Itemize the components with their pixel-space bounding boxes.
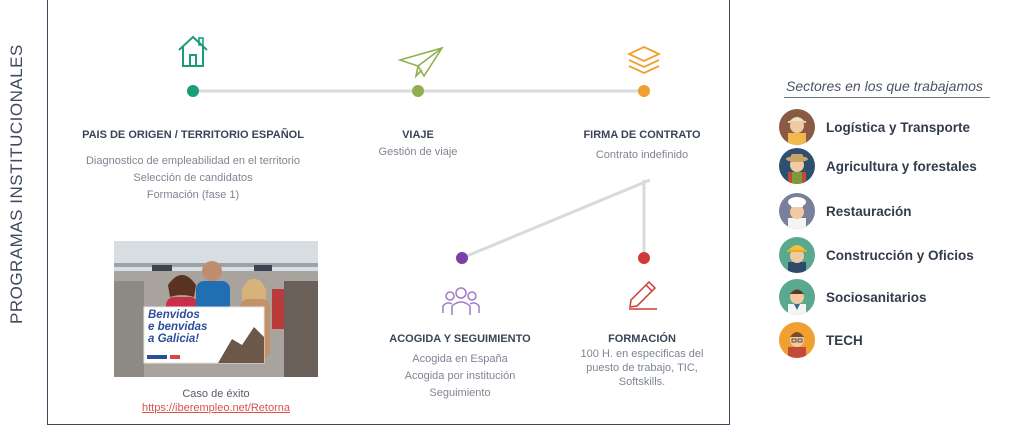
step-acogida: ACOGIDA Y SEGUIMIENTO Acogida en España … [380, 333, 540, 402]
sector-item-sociosanitarios: Sociosanitarios [779, 279, 927, 315]
branch-line-acogida [461, 178, 651, 260]
step-viaje-title: VIAJE [402, 129, 434, 141]
success-photo: Benvidos e benvidas a Galicia! [114, 241, 318, 377]
sector-item-construccion: Construcción y Oficios [779, 237, 974, 273]
timeline-dot-acogida [456, 252, 468, 264]
timeline-dot-origen [187, 85, 199, 97]
farmer-avatar-icon [779, 148, 815, 184]
sector-label: Sociosanitarios [826, 289, 927, 305]
step-contrato: FIRMA DE CONTRATO Contrato indefinido [572, 129, 712, 164]
layers-icon [626, 46, 662, 74]
sector-item-restauracion: Restauración [779, 193, 912, 229]
step-acogida-title: ACOGIDA Y SEGUIMIENTO [389, 333, 531, 345]
step-acogida-desc: Acogida en España Acogida por institució… [404, 353, 516, 399]
step-viaje: VIAJE Gestión de viaje [358, 129, 478, 161]
sector-label: Construcción y Oficios [826, 247, 974, 263]
timeline-dot-contrato [638, 85, 650, 97]
logistics-worker-avatar-icon [779, 109, 815, 145]
sectors-title: Sectores en los que trabajamos [786, 78, 983, 94]
sectors-divider [784, 97, 990, 98]
step-viaje-desc: Gestión de viaje [378, 146, 458, 158]
sector-item-agricultura: Agricultura y forestales [779, 148, 977, 184]
group-icon [442, 287, 480, 315]
house-icon [178, 35, 208, 67]
step-formacion-desc: 100 H. en especificas del puesto de trab… [580, 348, 704, 388]
timeline-dot-viaje [412, 85, 424, 97]
airport-scene [114, 241, 318, 377]
sector-label: Agricultura y forestales [826, 158, 977, 174]
chef-avatar-icon [779, 193, 815, 229]
pencil-icon [629, 280, 657, 310]
photo-caption: Caso de éxito [182, 388, 250, 400]
construction-worker-avatar-icon [779, 237, 815, 273]
step-origen: PAIS DE ORIGEN / TERRITORIO ESPAÑOL Diag… [73, 129, 313, 204]
timeline-dot-formacion [638, 252, 650, 264]
step-origen-title: PAIS DE ORIGEN / TERRITORIO ESPAÑOL [82, 129, 304, 141]
step-contrato-title: FIRMA DE CONTRATO [583, 129, 701, 141]
retorna-link[interactable]: https://iberempleo.net/Retorna [142, 402, 290, 414]
doctor-avatar-icon [779, 279, 815, 315]
welcome-sign: Benvidos e benvidas a Galicia! [148, 309, 208, 345]
paper-plane-icon [398, 46, 444, 79]
program-frame [47, 0, 730, 425]
tech-worker-avatar-icon [779, 322, 815, 358]
sector-item-tech: TECH [779, 322, 863, 358]
step-formacion-title: FORMACIÓN [608, 333, 676, 345]
sector-item-logistica: Logística y Transporte [779, 109, 970, 145]
step-formacion: FORMACIÓN 100 H. en especificas del pues… [572, 333, 712, 389]
sector-label: Restauración [826, 203, 912, 219]
step-contrato-desc: Contrato indefinido [595, 149, 689, 161]
step-origen-desc: Diagnostico de empleabilidad en el terri… [85, 155, 300, 201]
sector-label: TECH [826, 332, 863, 348]
sector-label: Logística y Transporte [826, 119, 971, 135]
